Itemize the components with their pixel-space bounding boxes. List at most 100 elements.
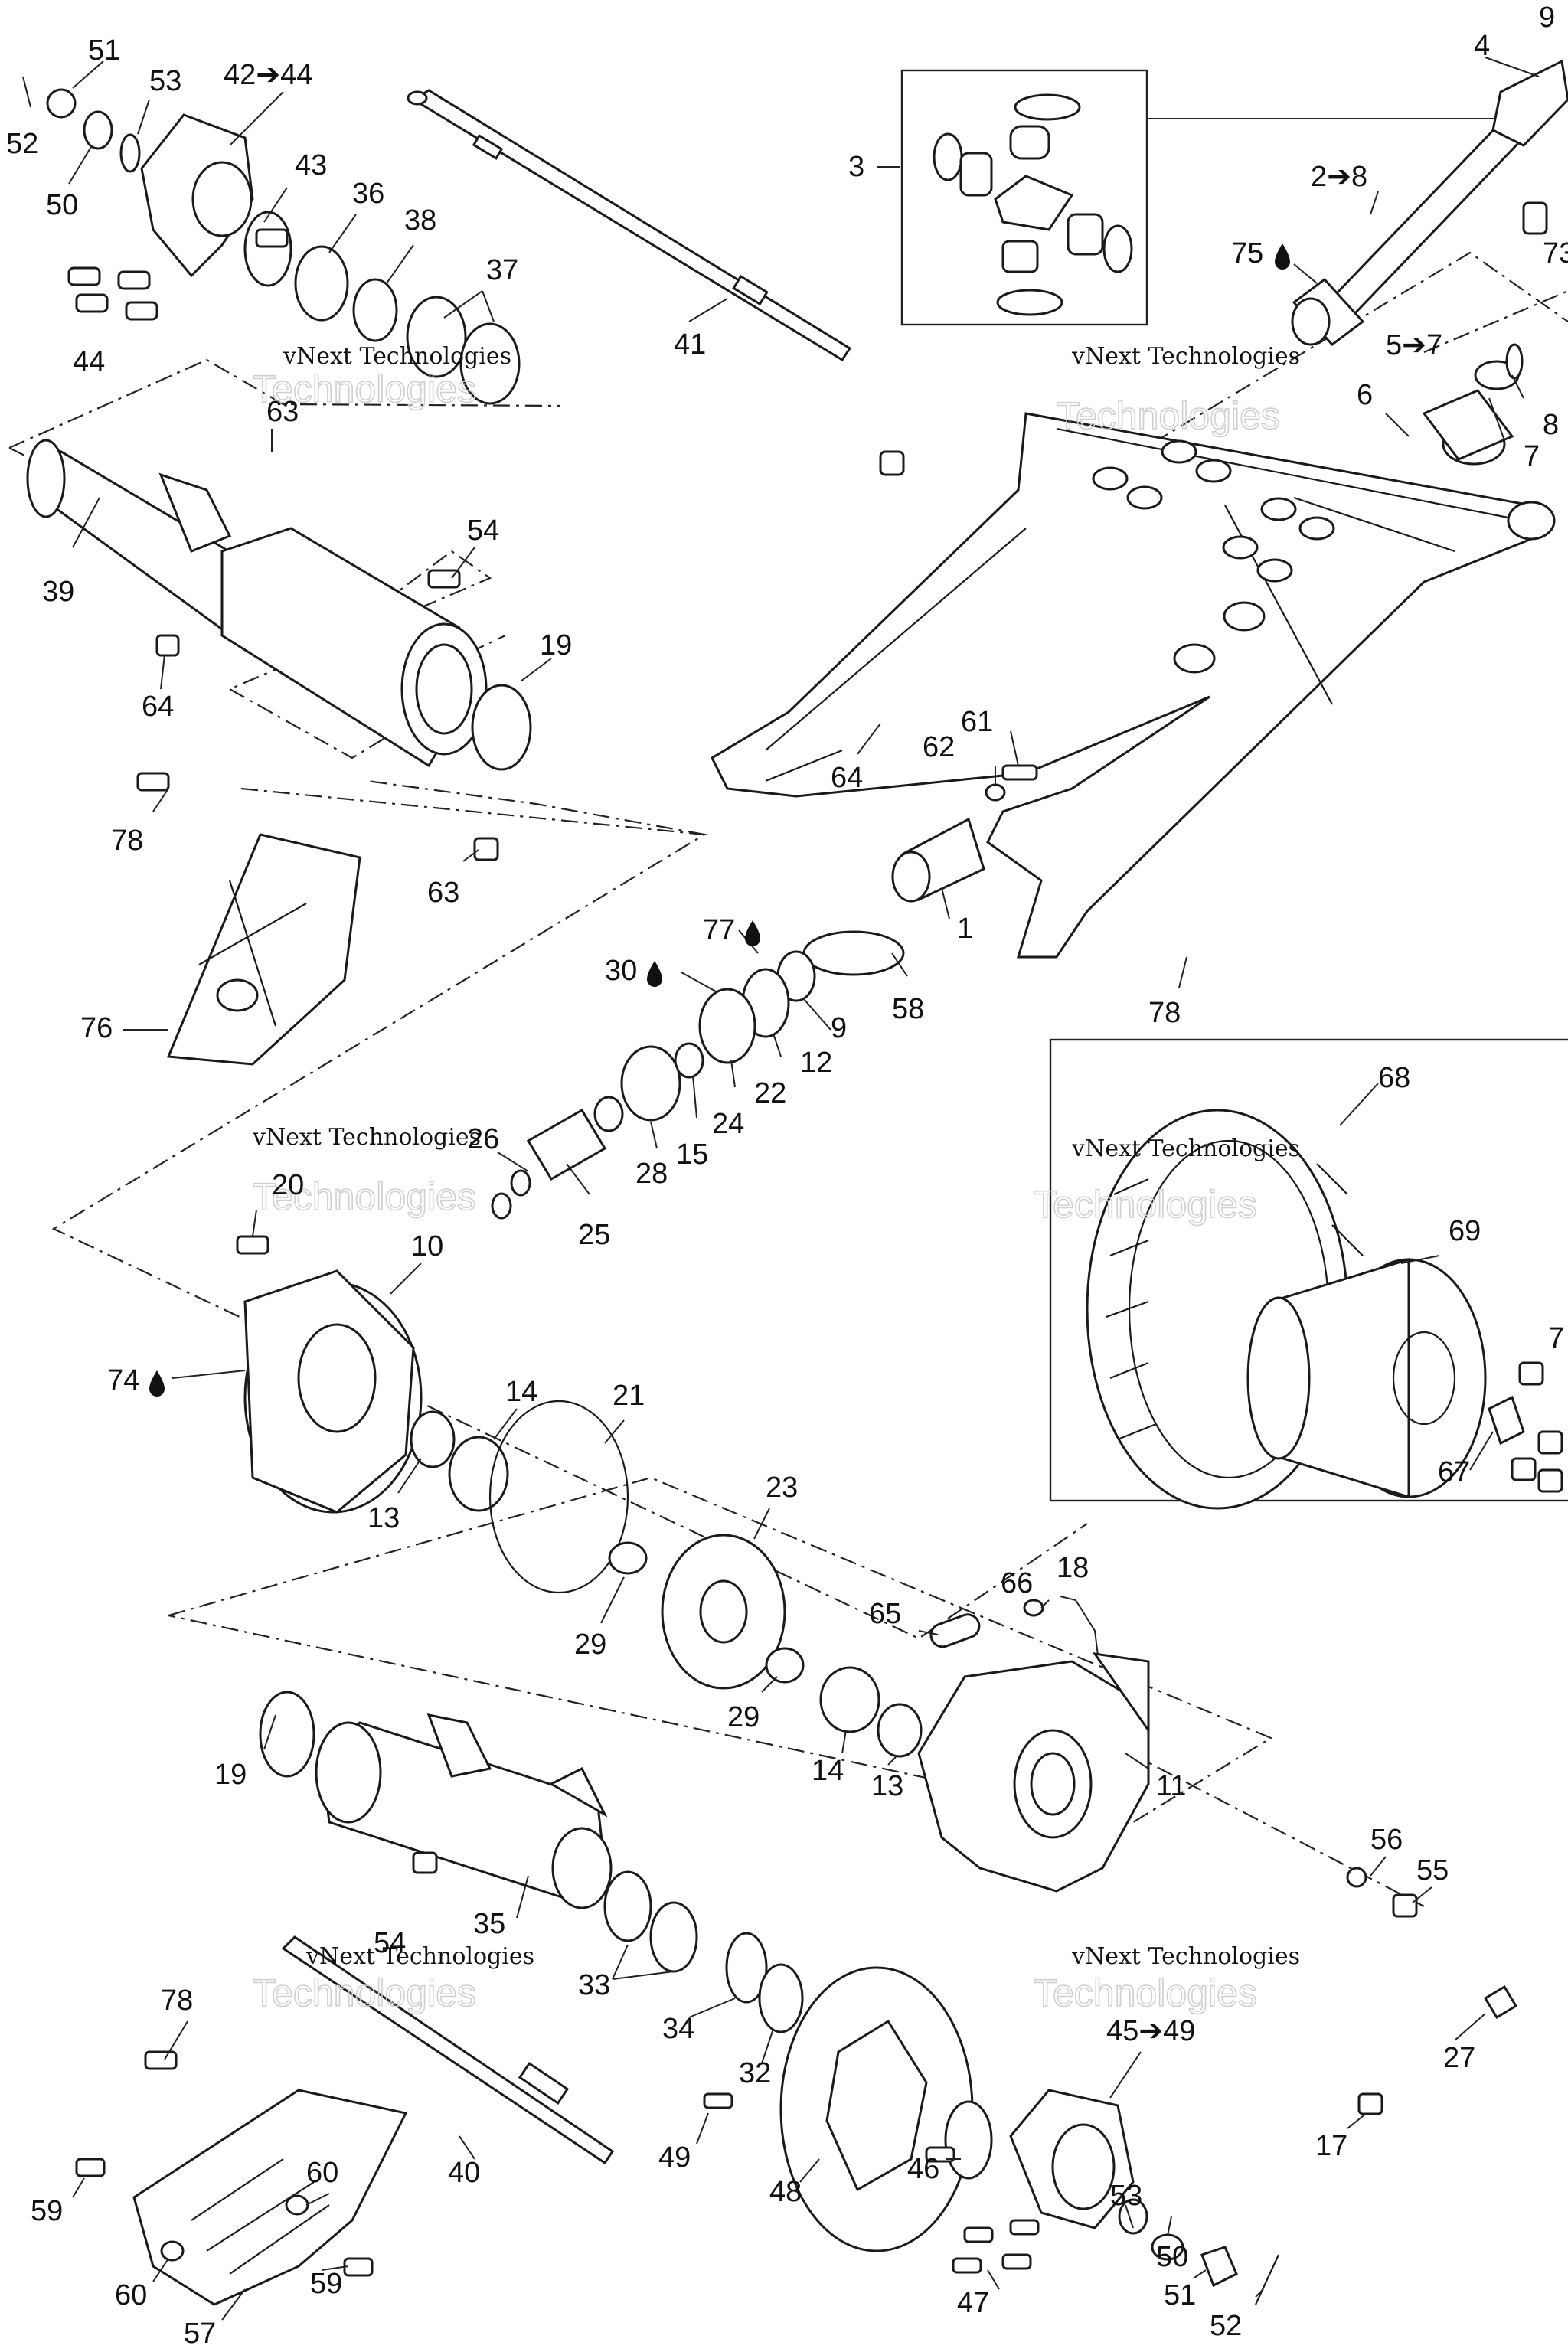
watermark-text: vNext Technologies bbox=[283, 343, 511, 370]
watermark-outline-text: Technologies bbox=[1034, 1971, 1257, 2014]
drop-icon bbox=[149, 1370, 165, 1396]
callout-74: 74 bbox=[107, 1364, 139, 1396]
callout-26: 26 bbox=[467, 1123, 499, 1155]
callout-35: 35 bbox=[473, 1908, 505, 1940]
callout-70: 7 bbox=[1548, 1322, 1564, 1354]
leader-lines bbox=[68, 57, 1540, 2321]
callout-63b: 63 bbox=[427, 877, 459, 909]
callout-64: 64 bbox=[142, 691, 174, 723]
callout-39: 39 bbox=[42, 576, 74, 608]
callout-3: 3 bbox=[848, 151, 864, 183]
watermark-text: vNext Technologies bbox=[1071, 1135, 1300, 1162]
callout-62: 62 bbox=[923, 731, 955, 763]
callout-68: 68 bbox=[1378, 1062, 1410, 1094]
callout-52: 52 bbox=[6, 128, 38, 160]
watermark-text: vNext Technologies bbox=[1071, 1943, 1300, 1970]
drop-icon bbox=[1275, 243, 1290, 270]
callout-57: 57 bbox=[184, 2318, 216, 2350]
callout-78: 78 bbox=[111, 825, 143, 857]
rim-69 bbox=[1246, 1257, 1563, 1499]
callout-51b: 51 bbox=[1164, 2279, 1196, 2311]
callout-40: 40 bbox=[448, 2157, 480, 2189]
callout-44: 44 bbox=[73, 346, 105, 378]
callout-labels: 9 4 3 2➔8 75 73 5➔7 6 7 8 51 52 53 50 42… bbox=[6, 2, 1568, 2350]
callout-67: 67 bbox=[1438, 1456, 1470, 1488]
callout-73: 73 bbox=[1543, 237, 1568, 270]
watermark-outline-text: Technologies bbox=[253, 1175, 476, 1218]
callout-23: 23 bbox=[766, 1472, 798, 1504]
callout-56: 56 bbox=[1370, 1824, 1403, 1856]
callout-28: 28 bbox=[635, 1158, 668, 1190]
brake-disc-48 bbox=[703, 1966, 1279, 2305]
callout-52b: 52 bbox=[1210, 2310, 1242, 2342]
watermark-text: vNext Technologies bbox=[1071, 343, 1300, 370]
differential-housing bbox=[236, 1235, 1099, 1758]
callout-9b: 9 bbox=[831, 1012, 847, 1044]
swing-arm-frame bbox=[710, 412, 1556, 959]
callout-45-49: 45➔49 bbox=[1106, 2015, 1195, 2047]
callout-55: 55 bbox=[1416, 1854, 1449, 1886]
callout-61: 61 bbox=[961, 706, 993, 738]
callout-8: 8 bbox=[1543, 409, 1559, 441]
callout-21: 21 bbox=[612, 1380, 645, 1412]
callout-63: 63 bbox=[266, 396, 299, 428]
axle-housing-upper bbox=[26, 228, 532, 771]
callout-33: 33 bbox=[578, 1969, 610, 2001]
callout-60b: 60 bbox=[115, 2279, 147, 2311]
callout-54b: 54 bbox=[374, 1927, 406, 1959]
callout-75: 75 bbox=[1231, 237, 1263, 270]
watermark-text: vNext Technologies bbox=[252, 1124, 481, 1151]
callout-42-44: 42➔44 bbox=[224, 59, 312, 91]
callout-58: 58 bbox=[892, 993, 924, 1025]
callout-48: 48 bbox=[769, 2176, 802, 2208]
callout-32: 32 bbox=[739, 2057, 771, 2089]
callout-10: 10 bbox=[411, 1230, 443, 1263]
callout-37: 37 bbox=[486, 254, 518, 286]
callout-59b: 59 bbox=[310, 2268, 342, 2300]
skid-plate-57 bbox=[75, 2050, 408, 2306]
callout-38: 38 bbox=[404, 204, 436, 237]
callout-34: 34 bbox=[662, 2013, 694, 2045]
callout-15: 15 bbox=[676, 1138, 708, 1171]
drop-icon bbox=[745, 920, 760, 946]
watermarks: vNext Technologies Technologies vNext Te… bbox=[252, 343, 1300, 2015]
callout-17: 17 bbox=[1315, 2130, 1348, 2162]
callout-6: 6 bbox=[1357, 379, 1373, 411]
drop-icon bbox=[647, 961, 662, 987]
differential-cover-11 bbox=[917, 1652, 1150, 1893]
callout-19b: 19 bbox=[214, 1759, 247, 1791]
callout-65: 65 bbox=[869, 1598, 901, 1630]
callout-14b: 14 bbox=[812, 1755, 844, 1787]
drive-shaft-upper bbox=[1291, 59, 1568, 466]
pinion-stack bbox=[491, 450, 1038, 1220]
callout-22: 22 bbox=[754, 1077, 786, 1109]
watermark-outline-text: Technologies bbox=[253, 368, 476, 410]
callout-77: 77 bbox=[703, 914, 735, 946]
callout-53: 53 bbox=[149, 65, 181, 97]
drop-icons bbox=[149, 243, 1290, 1396]
callout-41: 41 bbox=[674, 328, 706, 361]
callout-51: 51 bbox=[88, 34, 120, 67]
callout-59: 59 bbox=[31, 2195, 63, 2227]
callout-36: 36 bbox=[352, 178, 384, 210]
small-parts-right bbox=[1346, 1867, 1518, 2115]
frame-holes bbox=[1092, 439, 1335, 674]
callout-66: 66 bbox=[1001, 1567, 1033, 1599]
callout-50: 50 bbox=[46, 189, 78, 221]
axle-shaft-41 bbox=[407, 89, 852, 362]
callout-29: 29 bbox=[574, 1628, 606, 1661]
callout-53b: 53 bbox=[1110, 2180, 1142, 2212]
wheel-assembly-box bbox=[1049, 1038, 1568, 1502]
u-joint-kit-box bbox=[900, 69, 1148, 326]
callout-49: 49 bbox=[658, 2141, 691, 2174]
callout-25: 25 bbox=[578, 1219, 610, 1251]
u-joint-parts bbox=[933, 93, 1133, 316]
callout-60: 60 bbox=[306, 2157, 338, 2189]
callout-46: 46 bbox=[907, 2153, 939, 2185]
callout-4: 4 bbox=[1474, 30, 1490, 62]
callout-50b: 50 bbox=[1156, 2241, 1188, 2273]
bracket-76 bbox=[136, 772, 499, 1066]
callout-78b: 78 bbox=[1148, 997, 1181, 1029]
callout-5-7: 5➔7 bbox=[1386, 329, 1442, 361]
axle-housing-lower bbox=[259, 1690, 804, 2034]
